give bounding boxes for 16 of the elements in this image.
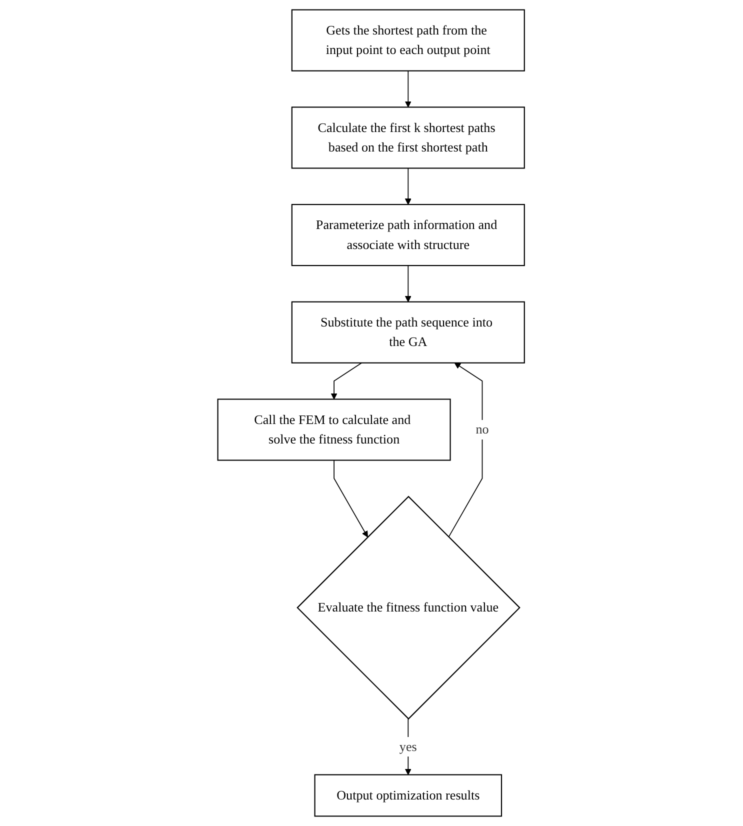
node-box: Substitute the path sequence into the GA [292,301,526,364]
node-diamond: Evaluate the fitness function value [297,496,521,720]
arrow [405,168,412,205]
node-box: Calculate the first k shortest paths based on the first shortest path [292,106,526,169]
node-box: Parameterize path information and associate with structure [292,204,526,266]
node-box: Gets the shortest path from the input point to each output point [292,9,526,72]
arrow [334,460,368,538]
arrow [405,718,412,776]
arrow [405,70,412,108]
arrow [448,362,484,538]
edge-label: yes [400,739,418,754]
arrow [405,265,412,302]
node-box: Output optimization results [314,774,502,817]
node-box: Call the FEM to calculate and solve the fitness function [218,398,452,461]
arrow [331,362,363,400]
edge-label: no [476,422,490,437]
